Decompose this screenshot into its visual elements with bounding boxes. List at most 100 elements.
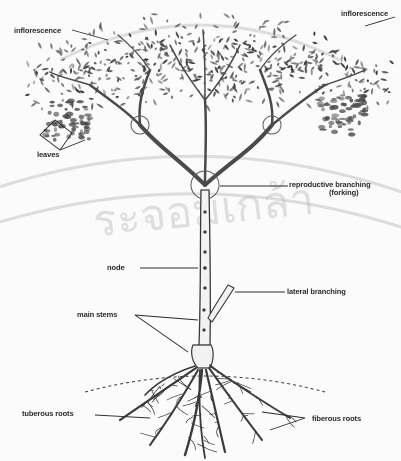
leaf xyxy=(137,62,143,66)
leaf xyxy=(318,125,325,129)
leaf xyxy=(283,45,285,54)
leaf xyxy=(48,111,52,115)
leaf xyxy=(299,61,304,64)
leaf xyxy=(52,80,56,82)
label-node: node xyxy=(107,264,125,272)
leaf xyxy=(246,51,254,53)
rootlet xyxy=(204,436,209,443)
leaf xyxy=(253,34,255,37)
leaf xyxy=(221,38,223,41)
leaf xyxy=(226,36,229,43)
leaf xyxy=(46,129,51,132)
leaf xyxy=(343,103,347,107)
rootlet xyxy=(253,431,256,444)
leaf xyxy=(127,62,129,65)
leaf xyxy=(197,76,203,78)
leaf xyxy=(292,46,298,49)
leaf xyxy=(143,17,145,21)
leaf xyxy=(360,61,363,68)
leaf xyxy=(340,94,346,96)
leaf xyxy=(173,57,176,62)
leaf xyxy=(96,104,104,109)
leaf xyxy=(174,39,176,46)
label-leaves: leaves xyxy=(37,151,59,159)
leaf xyxy=(38,42,41,49)
leaf xyxy=(243,70,247,72)
leaf xyxy=(104,63,107,65)
leaf xyxy=(244,90,247,95)
leaf xyxy=(95,69,102,71)
leaf xyxy=(72,63,74,69)
leaf xyxy=(317,104,324,107)
leaf xyxy=(181,73,184,81)
leaf xyxy=(224,76,227,79)
leaf xyxy=(244,88,250,90)
leaf xyxy=(158,73,162,76)
leaf xyxy=(349,84,352,88)
leaf xyxy=(87,116,94,120)
leaf xyxy=(134,75,137,77)
leaf xyxy=(50,101,55,104)
leaf xyxy=(98,51,100,55)
leaf xyxy=(319,58,324,64)
leaf xyxy=(231,43,238,45)
leaf xyxy=(350,99,354,103)
leaf xyxy=(278,97,285,103)
leaf xyxy=(370,82,373,84)
leaf xyxy=(381,71,389,73)
rootlet xyxy=(238,407,245,416)
leaf xyxy=(80,122,88,125)
leaf xyxy=(54,133,60,137)
leaf xyxy=(162,59,168,64)
leaf xyxy=(249,34,251,37)
leaf xyxy=(114,89,117,91)
leaf xyxy=(54,127,57,132)
leaf xyxy=(363,107,366,110)
leaf xyxy=(111,93,115,95)
leaf xyxy=(376,101,379,105)
leaf xyxy=(270,64,272,69)
leaf xyxy=(277,21,284,26)
leaf xyxy=(105,73,107,77)
rootlet xyxy=(225,400,233,404)
leaf xyxy=(255,65,260,67)
leaf xyxy=(389,60,394,64)
leaf xyxy=(283,21,290,23)
leaf xyxy=(67,100,73,103)
leaf xyxy=(25,94,30,96)
leaf xyxy=(153,63,156,66)
leaf xyxy=(231,76,234,79)
leaf xyxy=(41,68,49,70)
leaf xyxy=(235,74,237,78)
label-inflorescence-right: inflorescence xyxy=(341,10,388,18)
leaf xyxy=(140,41,144,46)
leaf xyxy=(86,50,89,58)
leaf xyxy=(232,86,234,91)
leaf xyxy=(79,69,83,71)
leaf xyxy=(144,45,146,53)
leaf xyxy=(322,91,325,94)
leaf xyxy=(122,77,125,79)
leaf xyxy=(298,77,305,79)
leaf xyxy=(264,40,266,48)
leaf xyxy=(65,108,68,111)
leaf xyxy=(187,61,196,64)
leaf xyxy=(186,33,192,36)
leaf xyxy=(352,88,354,93)
leaf xyxy=(26,60,29,68)
leaf xyxy=(167,61,172,65)
leaf xyxy=(120,56,124,61)
leaf xyxy=(57,76,59,83)
leaf xyxy=(66,40,69,45)
leaf xyxy=(276,101,279,108)
leaf xyxy=(53,112,59,117)
leaf xyxy=(159,39,166,43)
rootlet xyxy=(186,417,193,423)
leaf xyxy=(50,43,52,50)
leaf xyxy=(171,95,173,99)
leaf xyxy=(344,56,347,62)
leaf xyxy=(84,113,91,116)
leaf xyxy=(250,61,254,64)
leaf xyxy=(46,57,50,62)
